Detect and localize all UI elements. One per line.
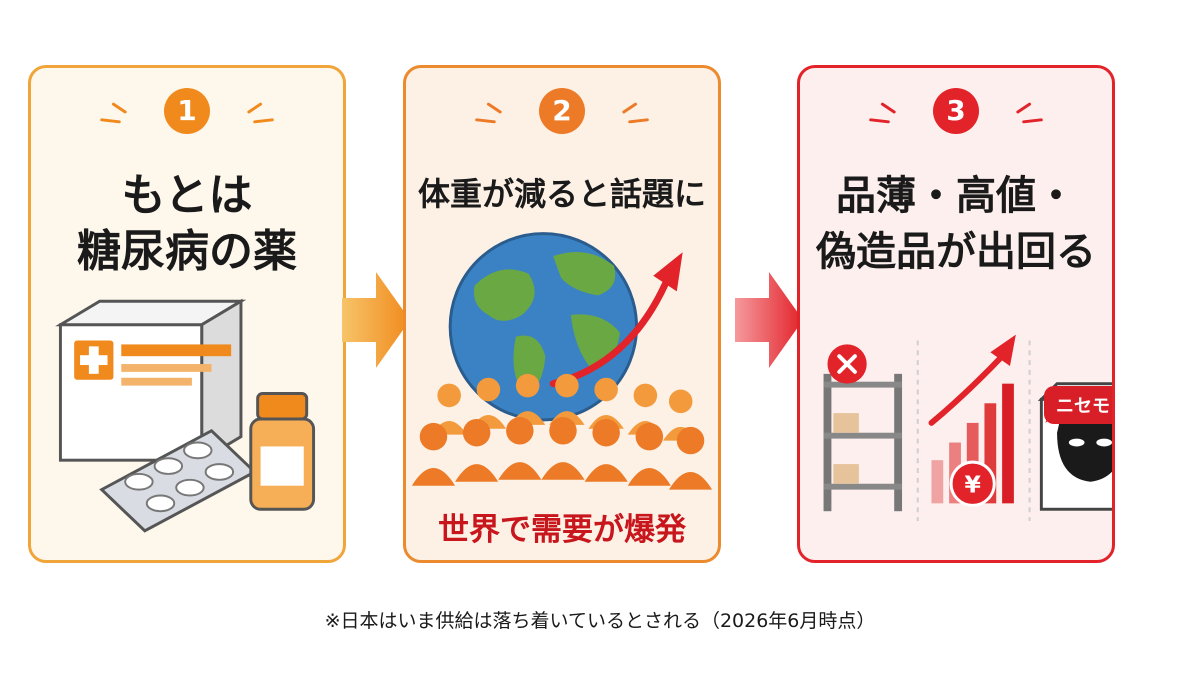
demand-caption: 世界で需要が爆発 <box>438 512 686 548</box>
step-1-panel: 1 もとは 糖尿病の薬 <box>28 65 346 563</box>
burst-rays-icon <box>475 102 649 124</box>
step-title: もとは 糖尿病の薬 <box>77 170 297 277</box>
step-title: 体重が減ると話題に <box>417 175 706 213</box>
pill-blister-icon <box>99 428 258 533</box>
crowd-front-icon <box>411 417 713 490</box>
medicine-box-icon <box>55 298 247 463</box>
step-number-badge: 1 <box>164 88 210 134</box>
burst-rays-icon <box>100 102 274 124</box>
right-arrow-icon <box>342 272 410 368</box>
counterfeit-speech-bubble: ニセモノ? <box>1044 386 1112 424</box>
empty-shelf-icon <box>823 373 903 512</box>
yen-symbol: ¥ <box>964 471 981 499</box>
step-number-badge: 3 <box>933 88 979 134</box>
step-title: 品薄・高値・ 偽造品が出回る <box>816 173 1096 275</box>
shortage-illustration: ¥ <box>823 334 1112 522</box>
right-arrow-icon <box>735 272 803 368</box>
global-demand-illustration <box>411 232 713 490</box>
step-3-panel: 3 品薄・高値・ 偽造品が出回る <box>797 65 1115 563</box>
step-2-panel: 2 体重が減ると話題に <box>403 65 721 563</box>
medicine-bottle-icon <box>249 392 316 511</box>
cross-mark-icon <box>827 344 867 384</box>
black-cat-mask-icon <box>1057 407 1112 482</box>
burst-rays-icon <box>869 102 1043 124</box>
yen-coin-icon <box>949 460 996 507</box>
medicine-illustration <box>55 298 316 533</box>
step-number-badge: 2 <box>539 88 585 134</box>
footnote: ※日本はいま供給は落ち着いているとされる（2026年6月時点） <box>324 610 876 632</box>
